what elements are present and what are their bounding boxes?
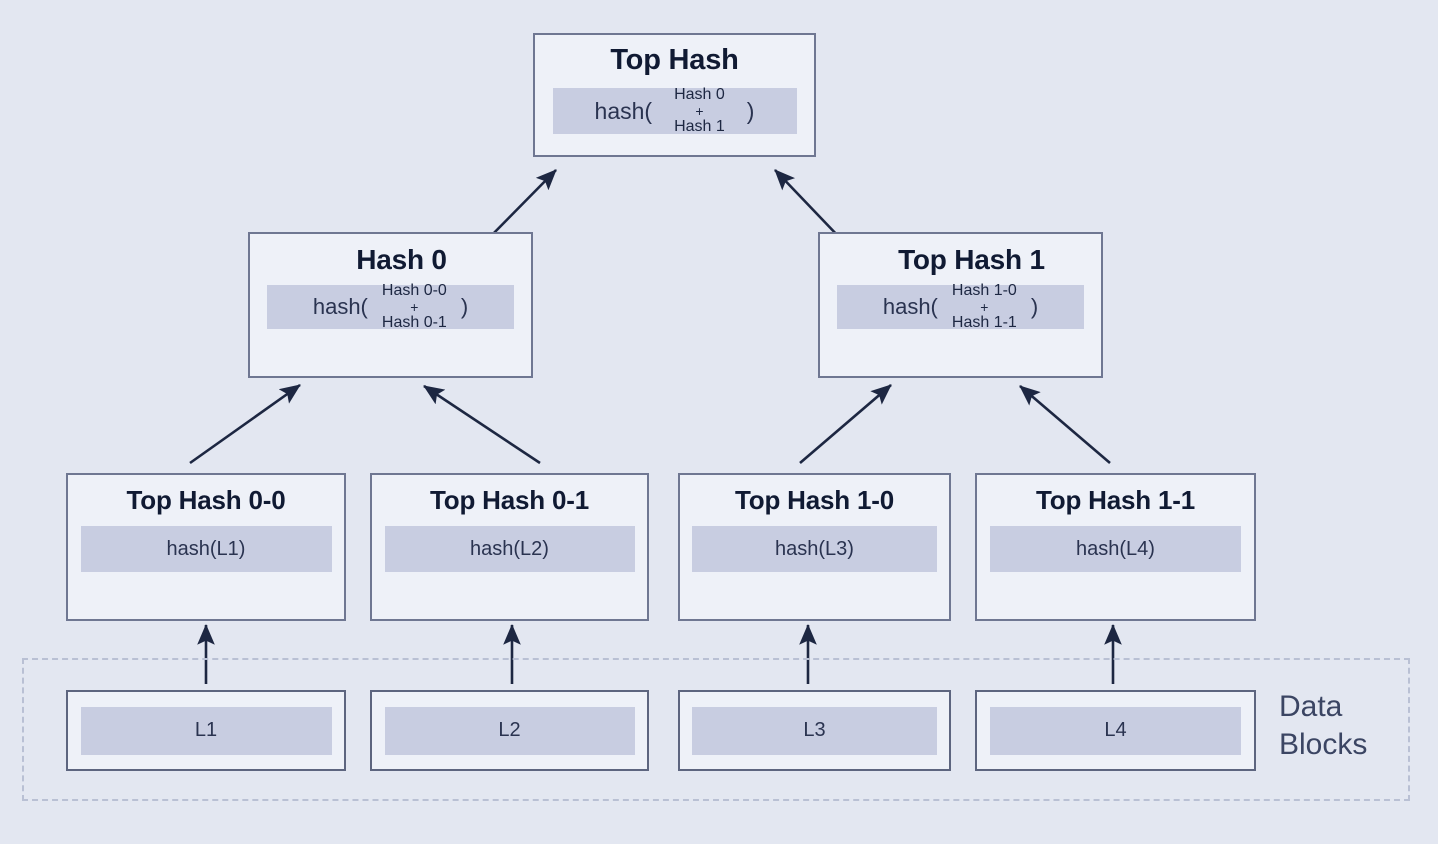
formula-plus: + xyxy=(410,299,419,316)
data-block-value: L4 xyxy=(990,706,1241,755)
hash-formula-bar: hash( Hash 0-0 + Hash 0-1 ) xyxy=(267,283,514,331)
node-top-hash-0-0[interactable]: Top Hash 0-0 hash(L1) xyxy=(66,473,346,621)
node-top-hash[interactable]: Top Hash hash( Hash 0 + Hash 1 ) xyxy=(533,33,816,157)
formula-function: hash( xyxy=(882,294,938,320)
arrow-leaf1-to-mid0 xyxy=(423,384,541,465)
node-title: Top Hash xyxy=(610,44,739,76)
formula-operand-bottom: Hash 0-1 xyxy=(381,314,447,332)
data-block-value: L3 xyxy=(692,706,937,755)
node-top-hash-1-1[interactable]: Top Hash 1-1 hash(L4) xyxy=(975,473,1256,621)
hash-value-bar: hash(L1) xyxy=(80,526,332,573)
data-block-l2[interactable]: L2 xyxy=(370,690,649,771)
formula-function: hash( xyxy=(312,294,368,320)
formula-close-paren: ) xyxy=(1030,294,1039,320)
hash-value-bar: hash(L3) xyxy=(692,526,937,573)
arrow-mid0-to-root xyxy=(486,169,557,241)
data-block-l4[interactable]: L4 xyxy=(975,690,1256,771)
formula-operands: Hash 0 + Hash 1 xyxy=(674,87,725,135)
data-blocks-label: Data Blocks xyxy=(1279,690,1368,761)
formula-plus: + xyxy=(980,299,989,316)
node-title: Top Hash 1-0 xyxy=(735,485,894,515)
arrow-mid1-to-root xyxy=(774,169,841,239)
formula-operand-top: Hash 1-0 xyxy=(951,282,1017,300)
data-blocks-group xyxy=(22,658,1410,801)
node-top-hash-1-0[interactable]: Top Hash 1-0 hash(L3) xyxy=(678,473,951,621)
node-title: Top Hash 0-1 xyxy=(430,485,589,515)
node-top-hash-1[interactable]: Top Hash 1 hash( Hash 1-0 + Hash 1-1 ) xyxy=(818,232,1103,378)
formula-operand-top: Hash 0 xyxy=(674,86,725,104)
node-title: Hash 0 xyxy=(356,244,447,275)
formula-plus: + xyxy=(695,103,704,120)
node-title: Top Hash 1-1 xyxy=(1036,485,1195,515)
hash-value-bar: hash(L4) xyxy=(990,526,1241,573)
node-title: Top Hash 0-0 xyxy=(126,485,286,515)
formula-close-paren: ) xyxy=(746,97,755,124)
node-title: Top Hash 1 xyxy=(898,244,1045,275)
arrow-leaf0-to-mid0 xyxy=(189,383,301,465)
formula-operand-bottom: Hash 1-1 xyxy=(951,314,1017,332)
data-block-value: L2 xyxy=(384,706,635,755)
data-block-l3[interactable]: L3 xyxy=(678,690,951,771)
node-top-hash-0-1[interactable]: Top Hash 0-1 hash(L2) xyxy=(370,473,649,621)
data-block-l1[interactable]: L1 xyxy=(66,690,346,771)
formula-close-paren: ) xyxy=(460,294,469,320)
arrow-leaf2-to-mid1 xyxy=(799,384,892,464)
arrow-leaf3-to-mid1 xyxy=(1019,385,1111,464)
formula-operand-bottom: Hash 1 xyxy=(674,118,725,136)
formula-operands: Hash 0-0 + Hash 0-1 xyxy=(382,283,447,331)
formula-function: hash( xyxy=(594,97,653,124)
node-hash-0[interactable]: Hash 0 hash( Hash 0-0 + Hash 0-1 ) xyxy=(248,232,533,378)
data-block-value: L1 xyxy=(80,706,332,755)
hash-formula-bar: hash( Hash 0 + Hash 1 ) xyxy=(552,87,797,135)
hash-value-bar: hash(L2) xyxy=(384,526,635,573)
formula-operand-top: Hash 0-0 xyxy=(381,282,447,300)
formula-operands: Hash 1-0 + Hash 1-1 xyxy=(952,283,1017,331)
hash-formula-bar: hash( Hash 1-0 + Hash 1-1 ) xyxy=(837,283,1084,331)
